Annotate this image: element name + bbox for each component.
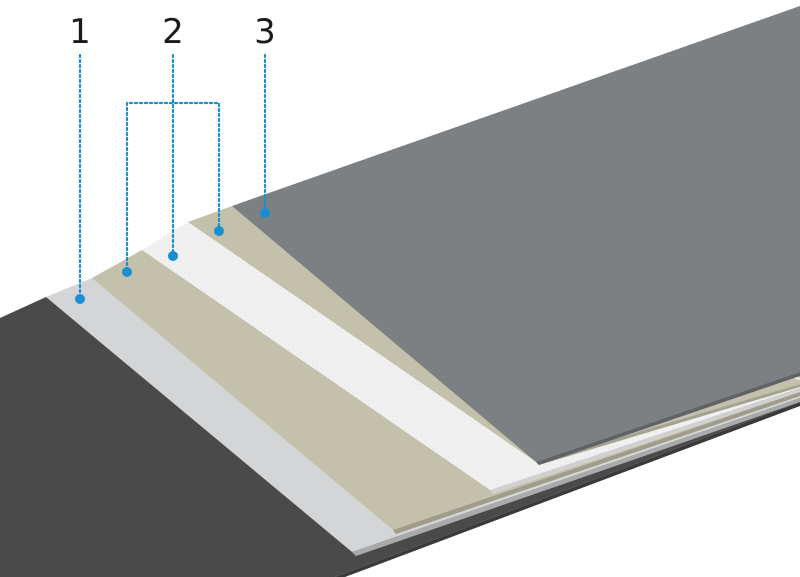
callout-dot-2c	[214, 226, 224, 236]
callout-dot-2b	[168, 251, 178, 261]
callout-number-2: 2	[162, 12, 184, 52]
top-layer-edge	[536, 372, 800, 465]
fleece-layer-edge	[490, 388, 800, 494]
light-grey-layer-edge	[352, 398, 800, 556]
base-layer-edge	[335, 402, 800, 577]
beige-layer-upper-edge	[536, 384, 800, 465]
callout-dot-2a	[122, 267, 132, 277]
callout-dots	[75, 208, 270, 304]
callout-number-3: 3	[254, 12, 276, 52]
callout-number-1: 1	[69, 12, 91, 52]
callout-dot-3	[260, 208, 270, 218]
callout-dot-1	[75, 294, 85, 304]
leader-lines	[78, 53, 267, 300]
beige-layer-lower-edge	[393, 392, 800, 534]
leader-line-2-bracket	[125, 101, 221, 272]
top-layer	[232, 6, 800, 462]
